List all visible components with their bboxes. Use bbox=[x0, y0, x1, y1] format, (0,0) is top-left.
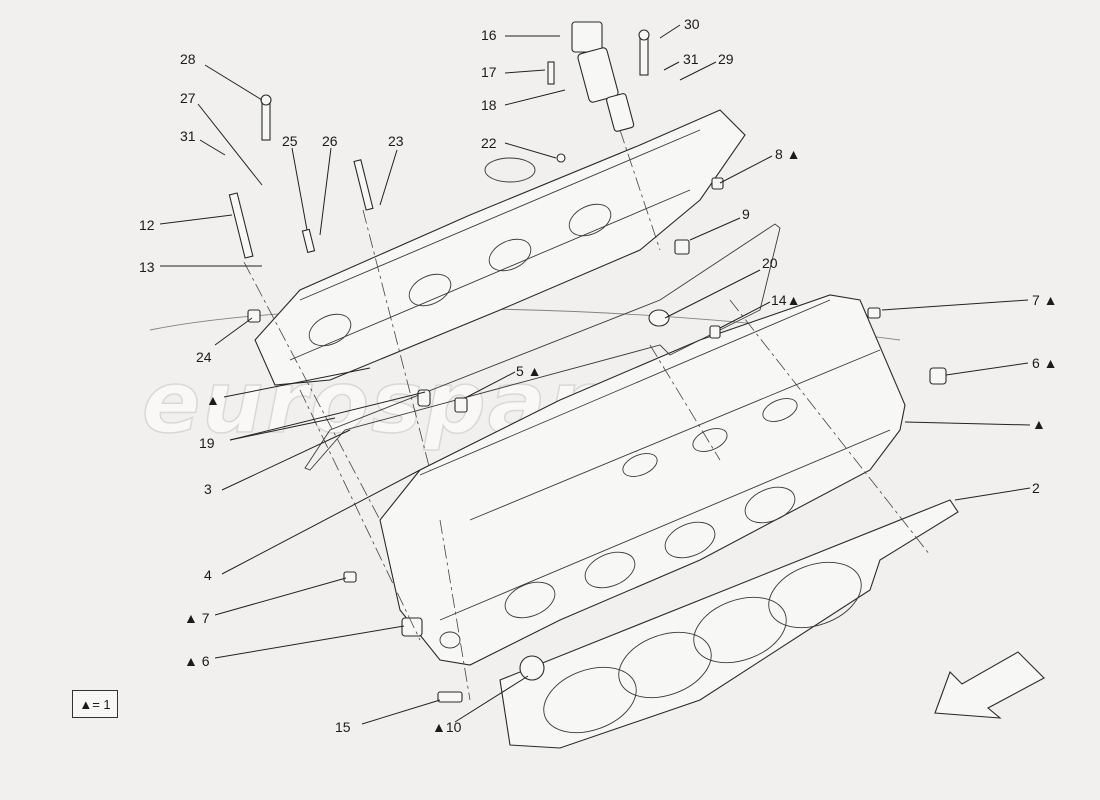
callout-1-left: ▲ bbox=[206, 392, 220, 408]
callout-2: 2 bbox=[1032, 480, 1040, 496]
bolts bbox=[228, 29, 947, 703]
callout-6-right: 6 ▲ bbox=[1032, 355, 1058, 371]
callout-1-right: ▲ bbox=[1032, 416, 1046, 432]
callout-29: 29 bbox=[718, 51, 734, 67]
head-gasket bbox=[499, 499, 959, 749]
legend-text: ▲= 1 bbox=[79, 696, 111, 712]
callout-3: 3 bbox=[204, 481, 212, 497]
callout-7-left: ▲ 7 bbox=[184, 610, 210, 626]
quantity-legend: ▲= 1 bbox=[72, 690, 118, 718]
callout-31-upper: 31 bbox=[683, 51, 699, 67]
callout-28: 28 bbox=[180, 51, 196, 67]
callout-24: 24 bbox=[196, 349, 212, 365]
callout-18: 18 bbox=[481, 97, 497, 113]
leader-lines bbox=[159, 24, 1031, 725]
callout-20: 20 bbox=[762, 255, 778, 271]
direction-arrow-icon bbox=[934, 651, 1045, 719]
cover-gasket bbox=[304, 223, 781, 471]
callout-30: 30 bbox=[684, 16, 700, 32]
callout-9: 9 bbox=[742, 206, 750, 222]
callout-27: 27 bbox=[180, 90, 196, 106]
callout-4: 4 bbox=[204, 567, 212, 583]
callout-17: 17 bbox=[481, 64, 497, 80]
callout-12: 12 bbox=[139, 217, 155, 233]
callout-23: 23 bbox=[388, 133, 404, 149]
callout-31-left: 31 bbox=[180, 128, 196, 144]
callout-26: 26 bbox=[322, 133, 338, 149]
callout-15: 15 bbox=[335, 719, 351, 735]
callout-5: 5 ▲ bbox=[516, 363, 542, 379]
callout-labels: 16 30 17 31 29 18 28 27 31 25 26 23 22 8… bbox=[139, 16, 1058, 735]
callout-6-left: ▲ 6 bbox=[184, 653, 210, 669]
callout-25: 25 bbox=[282, 133, 298, 149]
control-valve bbox=[571, 21, 635, 132]
callout-8: 8 ▲ bbox=[775, 146, 801, 162]
callout-14: 14▲ bbox=[771, 292, 800, 308]
cylinder-head bbox=[379, 294, 906, 666]
callout-10: ▲10 bbox=[432, 719, 462, 735]
callout-16: 16 bbox=[481, 27, 497, 43]
callout-7-right: 7 ▲ bbox=[1032, 292, 1058, 308]
callout-13: 13 bbox=[139, 259, 155, 275]
camshaft-carrier bbox=[254, 109, 746, 386]
callout-22: 22 bbox=[481, 135, 497, 151]
callout-19: 19 bbox=[199, 435, 215, 451]
assembly-axes bbox=[243, 129, 931, 701]
